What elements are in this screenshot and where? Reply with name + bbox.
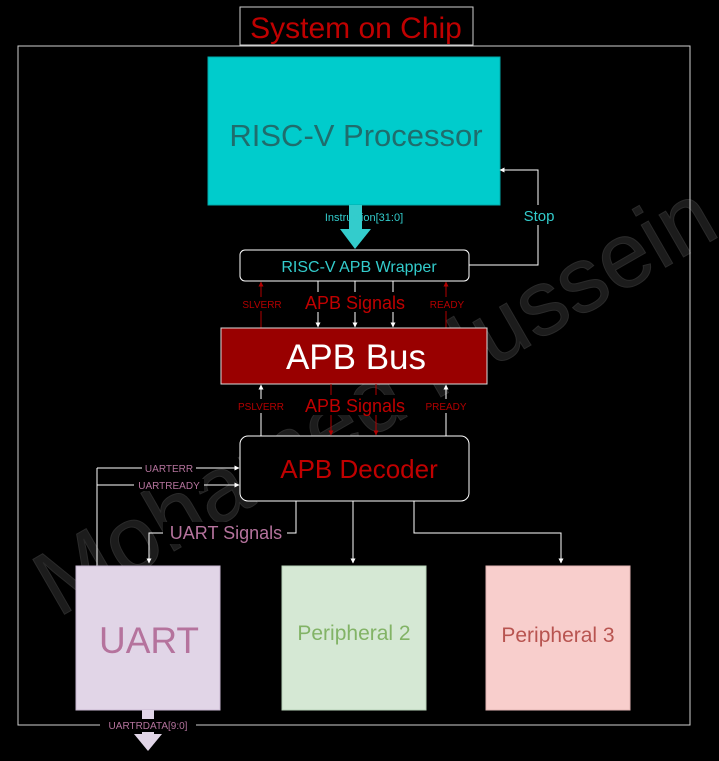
uart-block — [75, 565, 221, 711]
uart-signals-label-bg — [163, 522, 287, 544]
peripheral3-line — [413, 501, 564, 564]
peripheral2-block — [281, 565, 427, 711]
peripheral2-label: Peripheral 2 — [297, 622, 410, 645]
uartrdata-label-bg — [100, 719, 196, 732]
soc-boundary — [17, 45, 691, 726]
uarterr-label-bg — [142, 462, 196, 474]
uartready-label-bg — [134, 479, 204, 491]
apb-signals-bottom-bg — [298, 395, 412, 415]
pslverr-label: PSLVERR — [238, 402, 284, 413]
pslverr-label-bg — [234, 399, 288, 413]
instruction-arrow-shaft — [349, 205, 362, 231]
processor-label: RISC-V Processor — [229, 118, 482, 153]
apb-signals-bottom-label: APB Signals — [305, 396, 405, 416]
uarterr-label: UARTERR — [145, 464, 193, 475]
peripheral3-label: Peripheral 3 — [501, 624, 614, 647]
stop-label: Stop — [524, 208, 555, 225]
uartrdata-label: UARTRDATA[9:0] — [109, 721, 188, 732]
uart-signals-label: UART Signals — [170, 523, 282, 543]
pready-label: PREADY — [425, 402, 466, 413]
peripheral3-block — [485, 565, 631, 711]
ready-label: READY — [430, 300, 465, 311]
apb-signals-top-label: APB Signals — [305, 293, 405, 313]
instruction-label: Instruction[31:0] — [325, 212, 403, 224]
apb-bus-block — [220, 327, 488, 385]
ready-label-bg — [426, 297, 468, 311]
wrapper-label: RISC-V APB Wrapper — [281, 259, 437, 276]
uartready-label: UARTREADY — [138, 481, 200, 492]
uart-label: UART — [99, 620, 199, 661]
uartrdata-arrow-head — [134, 734, 162, 751]
stop-label-bg — [520, 205, 558, 225]
apb-decoder-label: APB Decoder — [280, 454, 438, 484]
slverr-label: SLVERR — [242, 300, 281, 311]
apb-bus-label: APB Bus — [286, 338, 426, 377]
apb-signals-top-bg — [298, 292, 412, 312]
title-box — [239, 6, 474, 46]
instruction-arrow-head — [340, 229, 371, 249]
pready-label-bg — [422, 399, 470, 413]
diagram-title: System on Chip — [250, 12, 462, 45]
apb-decoder-block — [239, 435, 470, 502]
processor-block — [207, 56, 501, 206]
slverr-label-bg — [238, 297, 286, 311]
